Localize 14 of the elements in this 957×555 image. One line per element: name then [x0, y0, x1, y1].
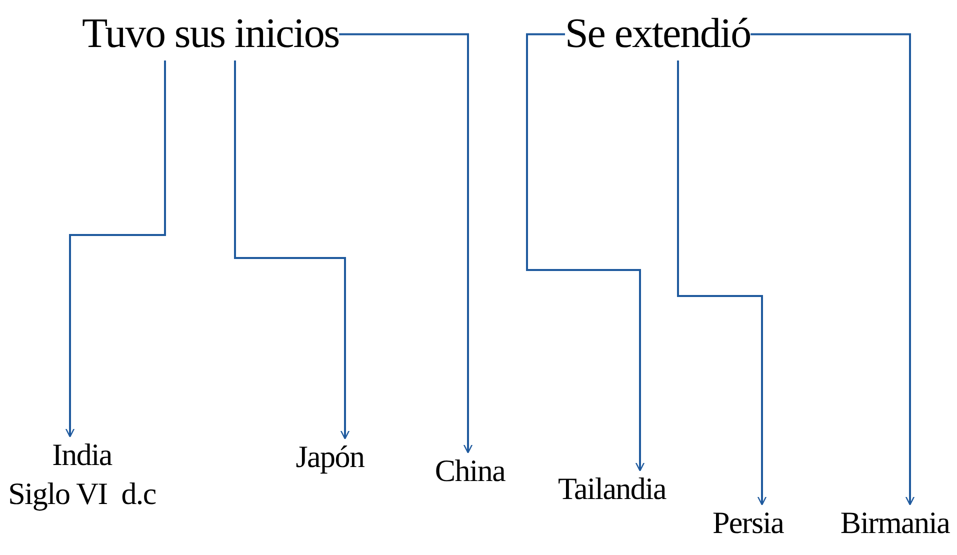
arrow: [339, 33, 473, 454]
arrow: [65, 60, 166, 438]
place-label: Tailandia: [558, 470, 666, 509]
place-label: Birmania: [840, 504, 950, 543]
arrow: [750, 33, 915, 506]
place-label: Tuvo sus inicios: [82, 8, 340, 60]
place-label: Japón: [296, 438, 364, 477]
arrow: [234, 60, 350, 440]
place-label: Persia: [712, 504, 784, 543]
place-label: Se extendió: [565, 8, 751, 60]
place-label: China: [434, 452, 506, 491]
arrow: [526, 33, 645, 472]
place-label: India Siglo VI d.c: [8, 436, 156, 514]
arrow: [677, 60, 767, 506]
